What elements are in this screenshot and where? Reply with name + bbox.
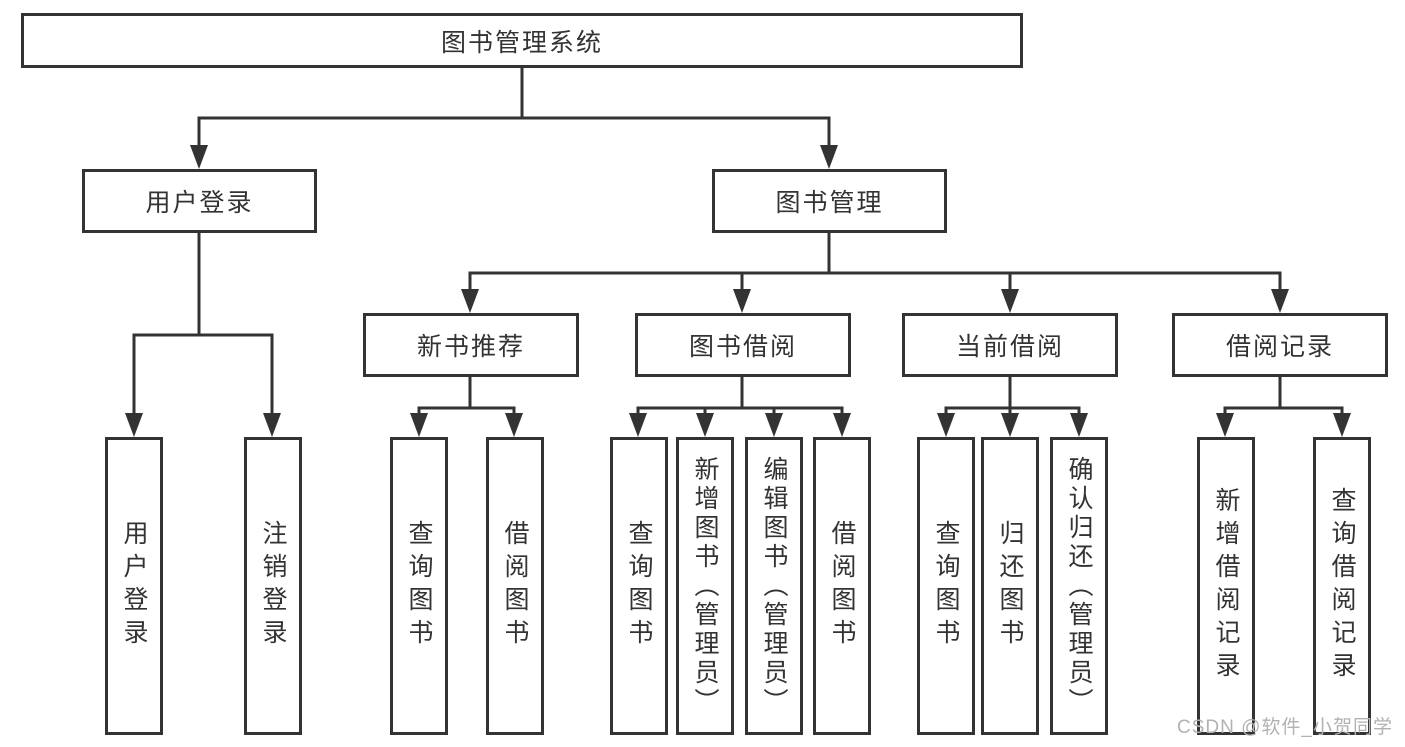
csdn-watermark: CSDN @软件_小贺同学 (1177, 717, 1393, 738)
leaf-borrow-books-1: 借阅图书 (486, 437, 544, 735)
connector-borrow-record-branch (1223, 377, 1344, 416)
leaf-query-books-3: 查询图书 (917, 437, 975, 735)
node-book-management: 图书管理 (712, 169, 947, 233)
connector-user-login-branch (132, 233, 274, 416)
leaf-confirm-return-admin: 确认归还（管理员） (1050, 437, 1108, 735)
leaf-return-books: 归还图书 (981, 437, 1039, 735)
node-book-borrow: 图书借阅 (635, 313, 851, 377)
leaf-add-books-admin: 新增图书（管理员） (676, 437, 734, 735)
node-current-borrow: 当前借阅 (902, 313, 1118, 377)
leaf-borrow-books-2: 借阅图书 (813, 437, 871, 735)
node-borrow-records: 借阅记录 (1172, 313, 1388, 377)
leaf-query-books-2: 查询图书 (610, 437, 668, 735)
leaf-user-login: 用户登录 (105, 437, 163, 735)
node-user-login: 用户登录 (82, 169, 317, 233)
leaf-edit-books-admin: 编辑图书（管理员） (745, 437, 803, 735)
node-new-book-recommend: 新书推荐 (363, 313, 579, 377)
leaf-query-books-1: 查询图书 (390, 437, 448, 735)
leaf-add-borrow-record: 新增借阅记录 (1197, 437, 1255, 735)
leaf-logout: 注销登录 (244, 437, 302, 735)
leaf-query-borrow-record: 查询借阅记录 (1313, 437, 1371, 735)
connector-new-book-branch (417, 377, 516, 416)
connector-root-to-level2 (197, 68, 831, 150)
connector-current-borrow-branch (944, 377, 1081, 416)
node-root-library-system: 图书管理系统 (21, 13, 1023, 68)
connector-book-mgmt-branch (468, 233, 1282, 292)
arrowheads (125, 145, 1351, 437)
connector-book-borrow-branch (636, 377, 844, 416)
